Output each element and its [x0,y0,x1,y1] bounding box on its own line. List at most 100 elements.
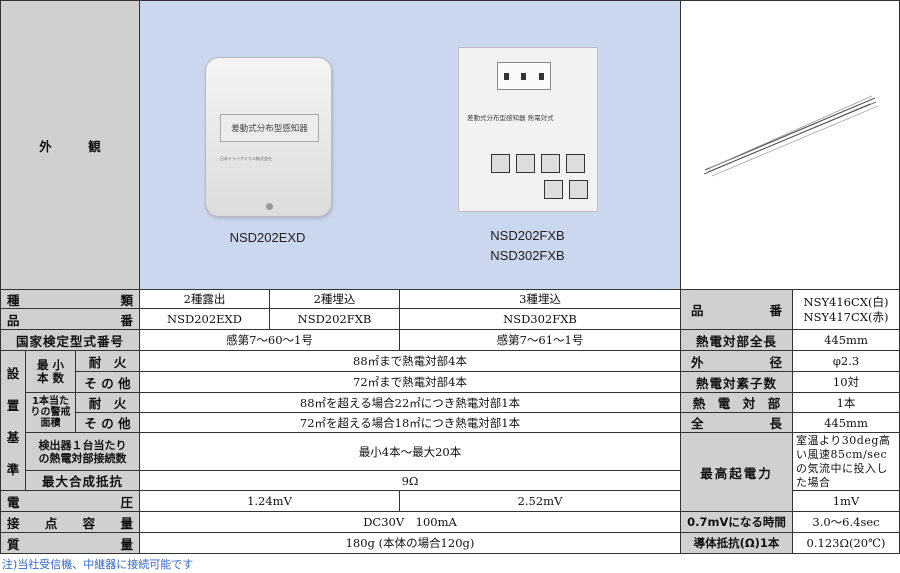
voltage-cell-2: 2.52mV [400,491,681,512]
connections-cell: 最小4本〜最大20本 [140,433,681,471]
conductor-resistance-label: 導体抵抗(Ω)1本 [681,533,793,554]
connections-label: 検出器１台当たりの熱電対部接続数 [26,433,140,471]
total-length-cell: 445mm [793,413,900,433]
detector-maker-text: 日本ドライケミカル株式会社 [220,156,272,161]
label-char: 長 [769,416,782,431]
label-char: 番 [769,303,782,318]
min-count-fire-cell: 88㎡まで熱電対部4本 [140,351,681,372]
label-char: 種 [7,292,20,308]
appearance-label-char: 観 [88,138,101,154]
contact-capacity-cell: DC30V 100mA [140,512,681,533]
terminal-screw [491,154,510,173]
label-char: 全 [691,416,704,431]
wire-model-white: NSY416CX(白) [803,294,889,309]
label-char: 点 [44,515,58,531]
label-char: 圧 [120,494,133,510]
max-emf-cell: 1mV [793,491,900,512]
wire-length-label: 熱電対部全長 [681,330,793,351]
type-label: 種 類 [0,290,140,309]
label-char: 外 [691,354,704,370]
appearance-label-cell: 外 観 [0,0,140,290]
detector-label-plate: 差動式分布型感知器 [220,114,319,142]
footnote: 注)当社受信機、中継器に接続可能です [2,558,194,571]
per-area-other-cell: 72㎡を超える場合18㎡につき熱電対部1本 [140,413,681,433]
model-cell-3: NSD302FXB [400,309,681,330]
product2-caption-1: NSD202FXB [490,228,565,243]
time-to-07mv-cell: 3.0〜6.4sec [793,512,900,533]
mass-cell: 180g (本体の場合120g) [140,533,681,554]
wire-model-red: NSY417CX(赤) [803,309,889,324]
detector-label-text: 差動式分布型感知器 [231,124,308,134]
label-char: 設 [6,366,20,382]
diameter-label: 外 径 [681,351,793,372]
elements-label: 熱電対素子数 [681,372,793,393]
min-count-other-cell: 72㎡まで熱電対部4本 [140,372,681,393]
installation-group-label: 設 置 基 準 [0,351,26,491]
certification-cell-2: 感第7〜61〜1号 [400,330,681,351]
certification-cell-1: 感第7〜60〜1号 [140,330,400,351]
label-char: 量 [120,515,133,531]
model-label: 品 番 [0,309,140,330]
terminal-screw [569,180,588,199]
product2-caption-2: NSD302FXB [490,248,565,263]
detector-exposed-image: 差動式分布型感知器 日本ドライケミカル株式会社 [205,57,332,217]
terminal-row [544,180,594,202]
per-area-fire-cell: 88㎡を超える場合22㎡につき熱電対部1本 [140,393,681,413]
thermocouple-unit-label: 熱 電 対 部 [681,393,793,413]
per-area-label: 1本当たりの警戒面積 [26,393,76,433]
type-cell-embedded-2: 2種埋込 [270,290,400,309]
min-count-label: 最 小 本 数 [26,351,76,393]
fire-resistant-label-2: 耐 火 [76,393,140,413]
thermocouple-unit-cell: 1本 [793,393,900,413]
connector-pin [521,72,527,80]
other-label-2: そ の 他 [76,413,140,433]
label-char: 容 [82,515,96,531]
voltage-cell-1: 1.24mV [140,491,400,512]
max-emf-label: 最高起電力 [681,433,793,512]
terminal-screw [541,154,560,173]
product1-caption: NSD202EXD [229,230,306,245]
wire-model-cell: NSY416CX(白) NSY417CX(赤) [793,290,900,330]
appearance-label-char: 外 [39,138,52,154]
max-resistance-cell: 9Ω [140,471,681,491]
label-char: 品 [691,303,704,318]
connector-pin [504,72,510,80]
contact-capacity-label: 接 点 容 量 [0,512,140,533]
model-cell-2: NSD202FXB [270,309,400,330]
other-label-1: そ の 他 [76,372,140,393]
max-resistance-label: 最大合成抵抗 [26,471,140,491]
diameter-cell: φ2.3 [793,351,900,372]
label-char: 基 [6,429,20,445]
detector-embedded-label: 差動式分布型感知器 熱電対式 [467,114,554,122]
terminal-screw [566,154,585,173]
wire-model-label: 品 番 [681,290,793,330]
type-cell-exposed: 2種露出 [140,290,270,309]
fire-resistant-label-1: 耐 火 [76,351,140,372]
label-char: 品 [7,312,20,328]
elements-cell: 10対 [793,372,900,393]
total-length-label: 全 長 [681,413,793,433]
model-cell-1: NSD202EXD [140,309,270,330]
connector-block [497,62,551,90]
voltage-label: 電 圧 [0,491,140,512]
label-char: 質 [7,536,20,552]
label-char: 接 [7,515,20,531]
label-char: 電 [7,494,20,510]
detector-embedded-image: 差動式分布型感知器 熱電対式 [458,47,598,212]
thermocouple-wire-image [703,95,879,177]
terminal-row [491,154,591,176]
type-cell-embedded-3: 3種埋込 [400,290,681,309]
max-emf-condition-cell: 室温より30deg高い風速85cm/secの気流中に投入した場合 [793,433,900,491]
label-char: 番 [120,312,133,328]
terminal-screw [544,180,563,199]
certification-label: 国家検定型式番号 [0,330,140,351]
label-char: 量 [120,536,133,552]
mass-label: 質 量 [0,533,140,554]
label-char: 置 [6,398,20,414]
terminal-screw [516,154,535,173]
label-char: 類 [120,292,133,308]
conductor-resistance-cell: 0.123Ω(20℃) [793,533,900,554]
detector-screw [266,203,273,210]
wire-length-cell: 445mm [793,330,900,351]
